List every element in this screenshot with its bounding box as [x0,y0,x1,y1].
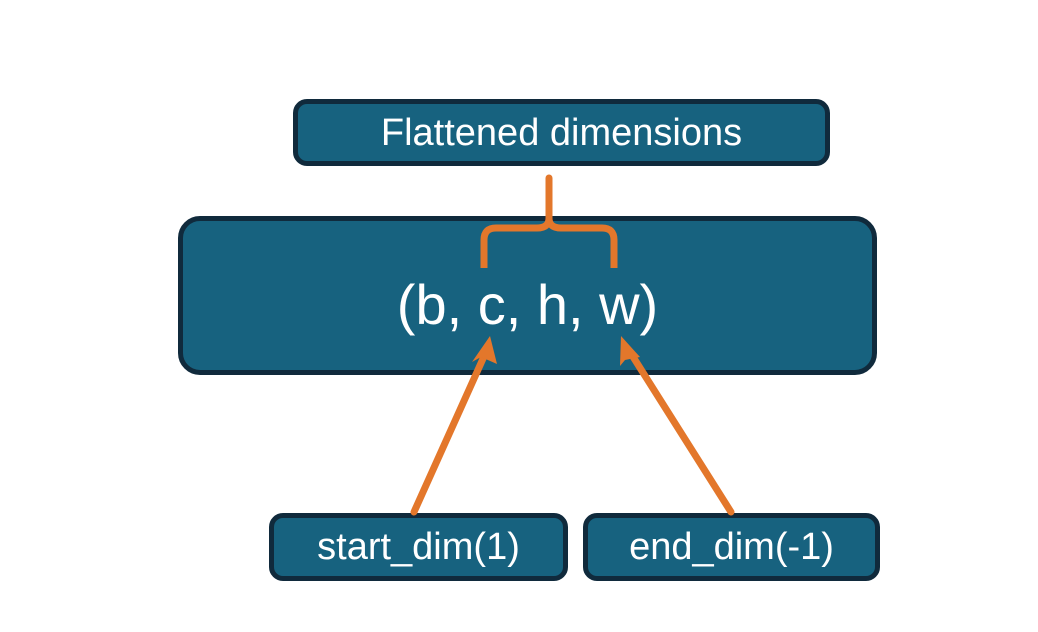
node-tensor-shape[interactable]: (b, c, h, w) [178,216,877,375]
end-dim-arrow-shaft [626,348,735,516]
node-start-dim-label: start_dim(1) [317,526,520,568]
start-dim-arrowhead [472,336,497,364]
node-end-dim-label: end_dim(-1) [629,526,834,568]
node-tensor-shape-label: (b, c, h, w) [396,273,659,336]
end-dim-arrowhead [620,336,640,366]
node-start-dim[interactable]: start_dim(1) [269,513,568,581]
start-dim-arrow-shaft [410,348,490,516]
curly-brace-connector [480,214,618,268]
node-flattened-dimensions-label: Flattened dimensions [380,111,743,154]
node-flattened-dimensions[interactable]: Flattened dimensions [293,99,830,166]
node-end-dim[interactable]: end_dim(-1) [583,513,880,581]
